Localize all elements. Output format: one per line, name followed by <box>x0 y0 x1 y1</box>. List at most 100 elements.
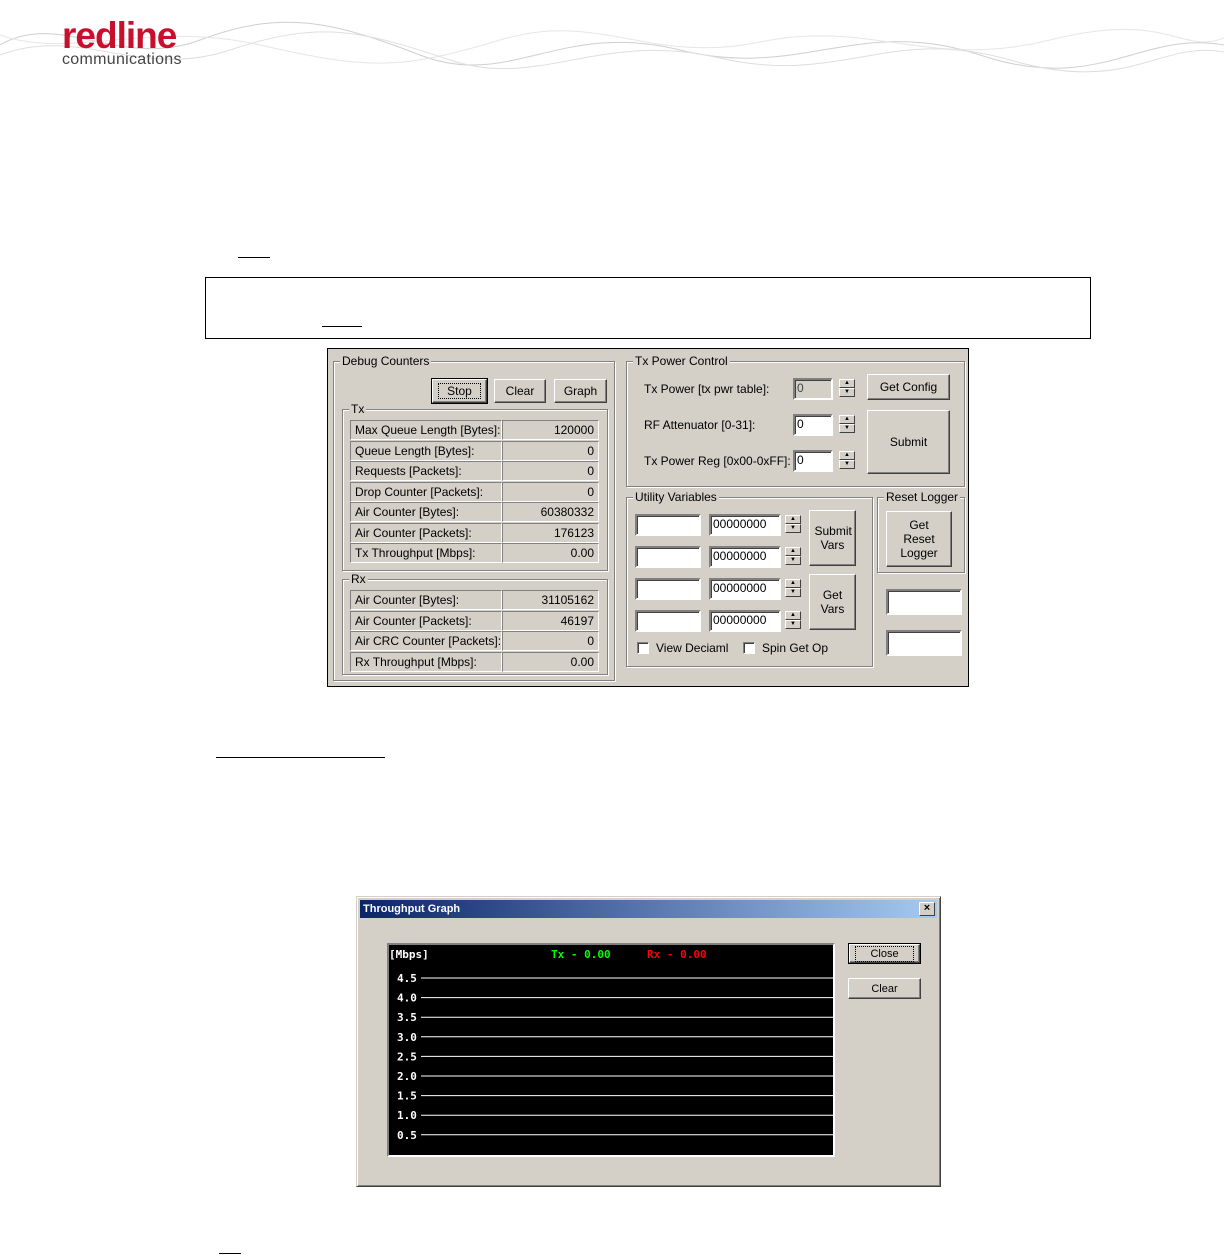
utility-spinner[interactable]: ▲▼ <box>785 547 801 565</box>
group-title: Debug Counters <box>340 354 432 368</box>
spin-down-icon[interactable]: ▼ <box>785 524 801 533</box>
spin-up-icon[interactable]: ▲ <box>785 611 801 620</box>
spin-up-icon[interactable]: ▲ <box>785 515 801 524</box>
y-tick-label: 4.5 <box>397 972 417 985</box>
counter-value: 31105162 <box>502 590 599 610</box>
throughput-graph-window: Throughput Graph × [Mbps] Tx - 0.00 Rx - 0… <box>356 896 941 1187</box>
utility-spinner[interactable]: ▲▼ <box>785 579 801 597</box>
counter-value: 0.00 <box>502 651 599 672</box>
tx-power-reg-field[interactable]: 0 <box>793 450 833 472</box>
view-decimal-label: View Deciaml <box>656 641 729 655</box>
tx-power-spinner[interactable]: ▲▼ <box>839 379 855 397</box>
note-box <box>205 277 1091 339</box>
tx-power-control-group: Tx Power Control Tx Power [tx pwr table]… <box>626 354 965 487</box>
group-title: Utility Variables <box>633 490 719 504</box>
graph-button[interactable]: Graph <box>554 379 607 403</box>
spin-down-icon[interactable]: ▼ <box>839 424 855 433</box>
tx-status-label: Tx - 0.00 <box>551 948 611 961</box>
spin-get-op-checkbox[interactable] <box>743 642 755 654</box>
title-bar[interactable]: Throughput Graph × <box>360 900 937 918</box>
tx-power-reg-label: Tx Power Reg [0x00-0xFF]: <box>644 454 791 468</box>
group-title: Tx <box>349 402 367 416</box>
counter-value: 46197 <box>502 610 599 631</box>
y-tick-label: 3.5 <box>397 1011 417 1024</box>
submit-vars-button[interactable]: Submit Vars <box>809 510 856 566</box>
spin-down-icon[interactable]: ▼ <box>785 620 801 629</box>
counter-label: Air Counter [Packets]: <box>350 610 502 631</box>
y-tick-label: 0.5 <box>397 1129 417 1142</box>
utility-value-field[interactable]: 00000000 <box>709 514 781 536</box>
reset-logger-field-2[interactable] <box>886 630 962 656</box>
get-config-button[interactable]: Get Config <box>867 374 950 400</box>
redline-logo: redline communications <box>62 15 182 68</box>
tx-power-field[interactable]: 0 <box>793 378 833 400</box>
spin-up-icon[interactable]: ▲ <box>839 379 855 388</box>
spin-down-icon[interactable]: ▼ <box>785 588 801 597</box>
counter-label: Tx Throughput [Mbps]: <box>350 543 502 563</box>
counter-value: 0 <box>502 481 599 502</box>
counter-value: 120000 <box>502 420 599 440</box>
group-title: Reset Logger <box>884 490 961 504</box>
spin-down-icon[interactable]: ▼ <box>839 460 855 469</box>
rf-attenuator-label: RF Attenuator [0-31]: <box>644 418 756 432</box>
logo-brand: redline <box>62 15 177 56</box>
utility-name-field[interactable] <box>635 514 701 536</box>
utility-name-field[interactable] <box>635 546 701 568</box>
spin-up-icon[interactable]: ▲ <box>785 579 801 588</box>
clear-button[interactable]: Clear <box>494 379 546 403</box>
y-tick-label: 3.0 <box>397 1031 417 1044</box>
spin-get-op-label: Spin Get Op <box>762 641 829 655</box>
counter-value: 0 <box>502 631 599 651</box>
underline-fragment <box>238 257 270 258</box>
y-tick-label: 1.0 <box>397 1109 417 1122</box>
utility-name-field[interactable] <box>635 610 701 632</box>
counter-value: 176123 <box>502 522 599 543</box>
utility-value-field[interactable]: 00000000 <box>709 578 781 600</box>
spin-up-icon[interactable]: ▲ <box>839 451 855 460</box>
close-icon[interactable]: × <box>919 902 935 916</box>
stop-button[interactable]: Stop <box>431 378 488 404</box>
counter-label: Requests [Packets]: <box>350 461 502 481</box>
underline-fragment <box>322 326 362 327</box>
utility-name-field[interactable] <box>635 578 701 600</box>
spin-down-icon[interactable]: ▼ <box>785 556 801 565</box>
counter-label: Queue Length [Bytes]: <box>350 440 502 461</box>
spin-up-icon[interactable]: ▲ <box>839 415 855 424</box>
debug-dialog: Debug Counters Stop Clear Graph Tx Max Q… <box>327 348 969 687</box>
counter-value: 0 <box>502 461 599 481</box>
tx-power-label: Tx Power [tx pwr table]: <box>644 382 770 396</box>
get-reset-logger-button[interactable]: Get Reset Logger <box>886 511 952 567</box>
group-title: Rx <box>349 572 368 586</box>
close-button[interactable]: Close <box>848 943 921 964</box>
logo-sub: communications <box>62 51 182 68</box>
submit-button[interactable]: Submit <box>867 410 950 474</box>
rf-attenuator-field[interactable]: 0 <box>793 414 833 436</box>
utility-value-field[interactable]: 00000000 <box>709 610 781 632</box>
tx-power-reg-spinner[interactable]: ▲▼ <box>839 451 855 469</box>
get-vars-button[interactable]: Get Vars <box>809 574 856 630</box>
counter-label: Max Queue Length [Bytes]: <box>350 420 502 440</box>
y-tick-label: 4.0 <box>397 992 417 1005</box>
reset-logger-field-1[interactable] <box>886 589 962 615</box>
rf-attenuator-spinner[interactable]: ▲▼ <box>839 415 855 433</box>
graph-clear-button[interactable]: Clear <box>848 978 921 999</box>
spin-up-icon[interactable]: ▲ <box>785 547 801 556</box>
utility-value-field[interactable]: 00000000 <box>709 546 781 568</box>
view-decimal-checkbox[interactable] <box>637 642 649 654</box>
counter-label: Air CRC Counter [Packets]: <box>350 631 502 651</box>
rx-status-label: Rx - 0.00 <box>647 948 707 961</box>
utility-spinner[interactable]: ▲▼ <box>785 611 801 629</box>
counter-label: Rx Throughput [Mbps]: <box>350 651 502 672</box>
counter-label: Air Counter [Packets]: <box>350 522 502 543</box>
utility-spinner[interactable]: ▲▼ <box>785 515 801 533</box>
debug-counters-group: Debug Counters Stop Clear Graph Tx Max Q… <box>333 354 615 681</box>
counter-label: Drop Counter [Packets]: <box>350 481 502 502</box>
counter-value: 0.00 <box>502 543 599 563</box>
spin-down-icon[interactable]: ▼ <box>839 388 855 397</box>
y-axis-unit-label: [Mbps] <box>389 948 429 961</box>
header-swoosh <box>0 21 1224 73</box>
